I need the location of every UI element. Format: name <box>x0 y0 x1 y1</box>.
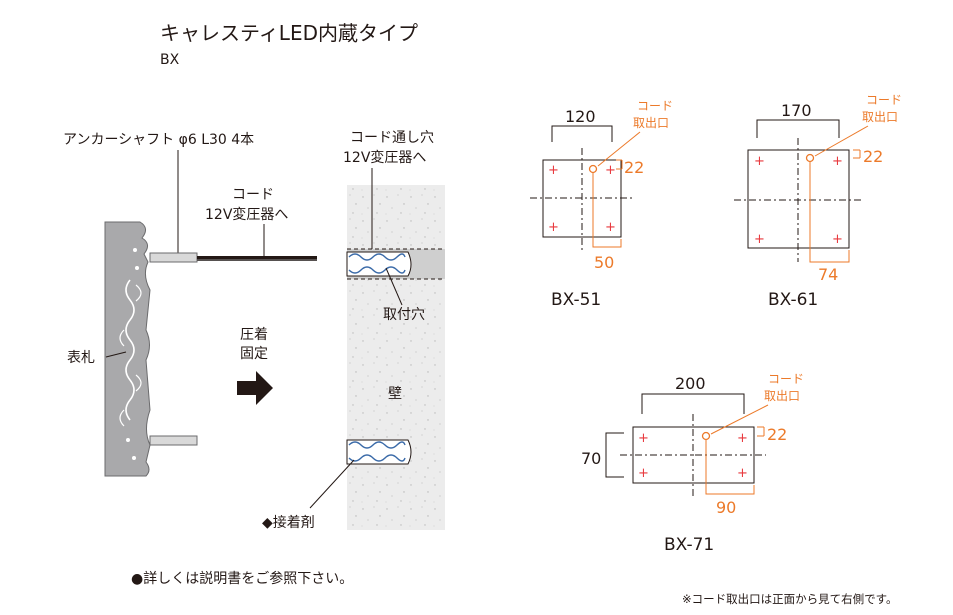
bx51-anchor-mark: + <box>605 220 616 235</box>
bx71-anchor-mark: + <box>638 466 649 481</box>
bx71-height-dim: 70 <box>581 449 601 468</box>
bx71-outline <box>632 426 755 484</box>
bx61-anchor-mark: + <box>832 232 843 247</box>
bx61-anchor-mark: + <box>754 232 765 247</box>
bx51-anchor-mark: + <box>548 163 559 178</box>
nameplate-body <box>104 221 151 477</box>
bx71-cord-outlet-label: コード <box>768 372 804 386</box>
model-bx-71: + + + + 200 70 90 22 コード 取出口 BX-71 <box>581 372 804 555</box>
right-arrow-icon <box>237 371 273 405</box>
bx61-width-dim: 170 <box>781 101 812 120</box>
anchor-shaft-top <box>149 252 198 263</box>
press-label: 圧着 <box>240 327 268 343</box>
bx61-cord-outlet <box>805 153 815 163</box>
bx51-width-dim: 120 <box>565 107 596 126</box>
cord-position-note: ※コード取出口は正面から見て右側です。 <box>682 592 897 606</box>
cord-destination-label: 12V変圧器へ <box>205 206 288 223</box>
bx71-anchor-mark: + <box>737 431 748 446</box>
adhesive-top <box>348 253 406 274</box>
cord <box>197 256 317 261</box>
nameplate-ornament <box>125 279 135 421</box>
fix-label: 固定 <box>240 346 268 362</box>
bx61-anchor-mark: + <box>832 154 843 169</box>
wall <box>347 185 445 530</box>
bx71-offset-dim: 90 <box>716 498 736 517</box>
cord-hole-destination-label: 12V変圧器へ <box>343 149 426 166</box>
bx71-anchor-mark: + <box>638 431 649 446</box>
model-bx-51: + + + + 120 50 22 コード 取出口 BX-51 <box>530 99 673 310</box>
bx71-model-name: BX-71 <box>664 535 714 555</box>
bx51-cord-outlet-label: コード <box>637 99 673 113</box>
bx51-anchor-mark: + <box>548 220 559 235</box>
bx61-anchor-mark: + <box>754 154 765 169</box>
bx51-offset-dim: 50 <box>594 253 614 272</box>
bx51-cord-outlet <box>588 164 598 174</box>
cord-hole-label: コード通し穴 <box>350 130 434 146</box>
model-bx-61: + + + + 170 74 22 コード 取出口 BX-61 <box>734 93 902 310</box>
wall-section: コード通し穴 12V変圧器へ 取付穴 壁 ◆接着剤 <box>262 130 445 531</box>
side-view: アンカーシャフト φ6 L30 4本 コード 12V変圧器へ 表札 <box>63 132 317 477</box>
bx71-width-dim: 200 <box>675 374 706 393</box>
adhesive-bottom <box>348 441 406 462</box>
bx71-cord-dim: 22 <box>767 425 787 444</box>
cord-label: コード <box>232 187 274 203</box>
bx61-model-name: BX-61 <box>768 290 818 310</box>
page-title: キャレスティLED内蔵タイプ <box>160 21 418 45</box>
bx51-cord-outlet-label-2: 取出口 <box>633 116 669 130</box>
anchor-shaft-bottom <box>149 435 198 446</box>
bx71-anchor-mark: + <box>737 466 748 481</box>
bx51-cord-dim: 22 <box>624 158 644 177</box>
mount-hole-label: 取付穴 <box>383 307 425 323</box>
bx51-anchor-mark: + <box>605 163 616 178</box>
bx61-cord-outlet-label-2: 取出口 <box>862 110 898 124</box>
bx51-model-name: BX-51 <box>551 290 601 310</box>
bx61-cord-dim: 22 <box>863 147 883 166</box>
nameplate-label: 表札 <box>67 350 95 366</box>
bx71-cord-outlet <box>701 431 711 441</box>
bx61-offset-dim: 74 <box>818 265 838 284</box>
details-note: ●詳しくは説明書をご参照下さい。 <box>131 570 353 587</box>
adhesive-label: ◆接着剤 <box>262 514 315 531</box>
press-fix-step: 圧着 固定 <box>237 327 273 405</box>
anchor-shaft-label: アンカーシャフト φ6 L30 4本 <box>63 132 254 148</box>
page-subtitle: BX <box>160 52 180 68</box>
bx61-cord-outlet-label: コード <box>866 93 902 107</box>
bx71-cord-outlet-label-2: 取出口 <box>764 389 800 403</box>
wall-label: 壁 <box>388 386 402 402</box>
